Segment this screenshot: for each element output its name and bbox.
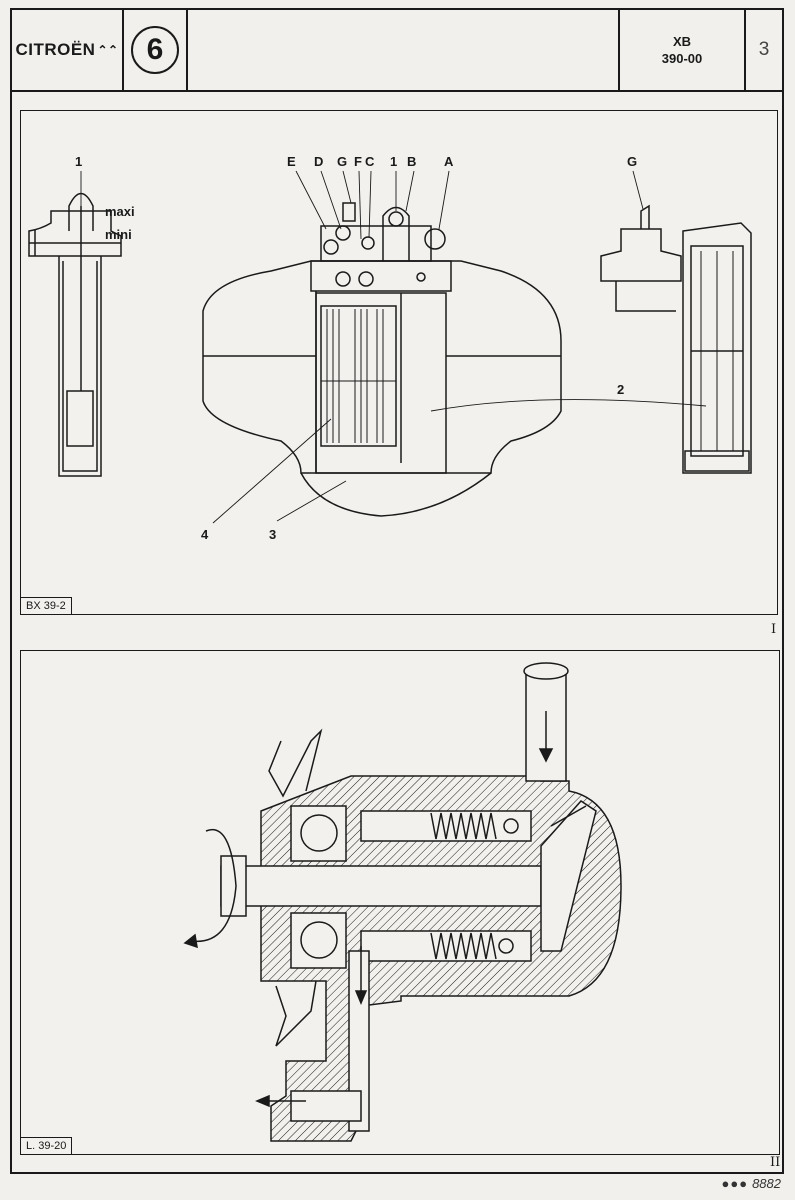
label-4: 4: [201, 527, 209, 542]
label-3: 3: [269, 527, 276, 542]
figure-2-ref: L. 39-20: [21, 1137, 73, 1154]
operation-code: 390-00: [661, 51, 703, 66]
label-maxi: maxi: [105, 204, 135, 219]
model-code: XB: [672, 34, 692, 49]
brand-text: CITROËN: [15, 40, 96, 59]
figure-2-roman: II: [770, 1155, 781, 1170]
label-2: 2: [617, 382, 624, 397]
figure-2-panel: L. 39-20: [20, 650, 780, 1155]
pump-cross-section: [183, 662, 622, 1142]
label-F: F: [354, 154, 362, 169]
footer-dots: ●●●: [721, 1176, 749, 1191]
label-G-right: G: [627, 154, 637, 169]
page-number: 3: [758, 39, 770, 60]
label-B: B: [407, 154, 416, 169]
footer-number: 8882: [752, 1176, 781, 1191]
page-footer: ●●●8882: [722, 1176, 781, 1191]
label-E: E: [287, 154, 296, 169]
figure-1-ref: BX 39-2: [21, 597, 72, 614]
label-1-left: 1: [75, 154, 82, 169]
label-D: D: [314, 154, 323, 169]
page-header: CITROËN⌃⌃ 6 XB 390-00 3: [10, 8, 784, 92]
label-G: G: [337, 154, 347, 169]
figure-1-panel: 1 maxi mini E D G F C 1 B A G 2 3 4 BX 3…: [20, 110, 778, 615]
brand-logo: CITROËN⌃⌃: [12, 10, 124, 90]
label-A: A: [444, 154, 454, 169]
chapter-cell: 6: [124, 10, 188, 90]
label-mini: mini: [105, 227, 132, 242]
page-frame: [10, 92, 784, 1174]
reference-cell: XB 390-00: [620, 10, 746, 90]
label-C: C: [365, 154, 375, 169]
figure-1-roman: I: [771, 622, 777, 637]
chapter-number: 6: [131, 26, 179, 74]
reservoir-diagram: 1 maxi mini E D G F C 1 B A G 2 3 4: [28, 154, 752, 542]
chevron-logo-icon: ⌃⌃: [97, 43, 119, 57]
label-1-top: 1: [390, 154, 397, 169]
header-blank-cell: [188, 10, 620, 90]
